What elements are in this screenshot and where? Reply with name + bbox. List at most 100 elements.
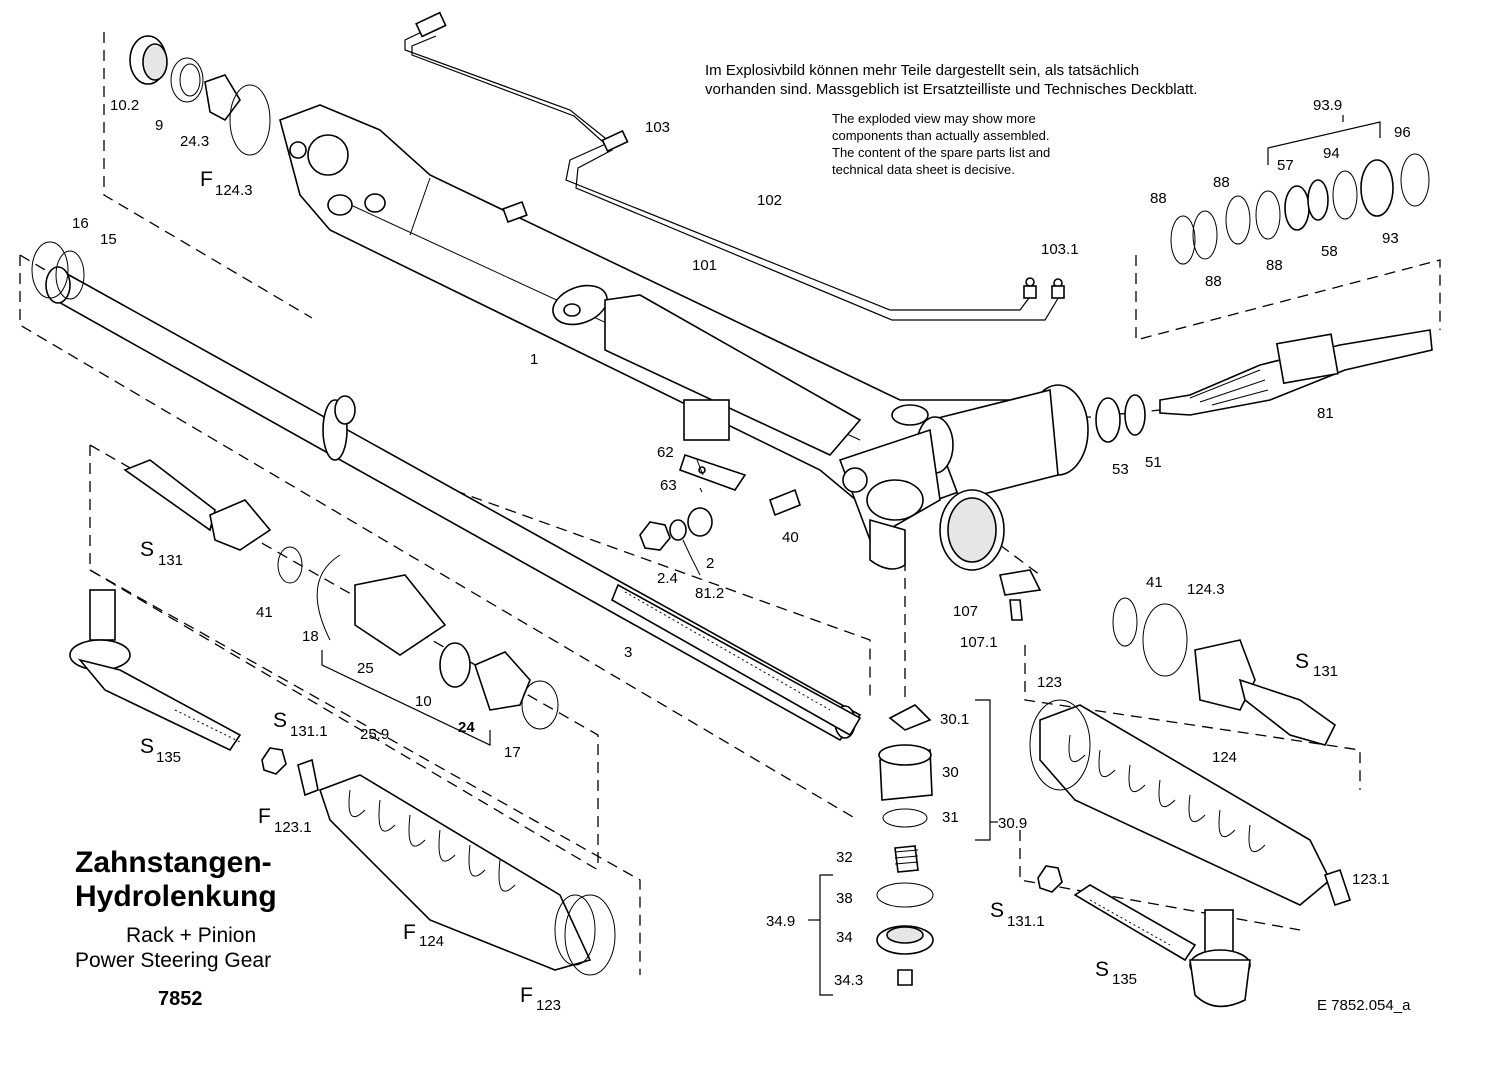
label-34: 34 — [836, 929, 853, 946]
label-93: 93 — [1382, 230, 1399, 247]
pinion-assembly — [1095, 153, 1433, 443]
label-10: 10 — [415, 693, 432, 710]
label-34-9: 34.9 — [766, 913, 795, 930]
label-96: 96 — [1394, 124, 1411, 141]
label-81: 81 — [1317, 405, 1334, 422]
label-88-c: 88 — [1205, 273, 1222, 290]
label-s131-1-left-sub: 131.1 — [290, 723, 328, 740]
label-3: 3 — [624, 644, 632, 661]
small-fittings — [639, 453, 801, 551]
label-s131-1-left-main: S — [273, 709, 287, 732]
note-en-line2: components than actually assembled. — [832, 128, 1050, 143]
label-s131-1-right-sub: 131.1 — [1007, 913, 1045, 930]
title-en-line1: Rack + Pinion — [126, 924, 256, 947]
label-f123-1-main: F — [258, 805, 271, 828]
label-s131-left-main: S — [140, 538, 154, 561]
label-s131-left-sub: 131 — [158, 552, 183, 569]
label-s135-left-sub: 135 — [156, 749, 181, 766]
label-s131-right-main: S — [1295, 650, 1309, 673]
label-103: 103 — [645, 119, 670, 136]
label-17: 17 — [504, 744, 521, 761]
label-24-3: 24.3 — [180, 133, 209, 150]
label-32: 32 — [836, 849, 853, 866]
label-25-9: 25.9 — [360, 726, 389, 743]
label-30-1: 30.1 — [940, 711, 969, 728]
part-labels: 10.2 9 24.3 F 124.3 16 15 1 101 102 103 … — [72, 97, 1411, 1014]
label-94: 94 — [1323, 145, 1340, 162]
label-s131-right-sub: 131 — [1313, 663, 1338, 680]
steering-housing — [279, 104, 1089, 571]
label-f123-sub: 123 — [536, 997, 561, 1014]
label-124: 124 — [1212, 749, 1237, 766]
upper-left-seals — [129, 35, 271, 156]
label-41-right: 41 — [1146, 574, 1163, 591]
label-10-2: 10.2 — [110, 97, 139, 114]
label-123: 123 — [1037, 674, 1062, 691]
label-1: 1 — [530, 351, 538, 368]
label-18: 18 — [302, 628, 319, 645]
label-51: 51 — [1145, 454, 1162, 471]
label-2-4: 2.4 — [657, 570, 678, 587]
label-34-3: 34.3 — [834, 972, 863, 989]
label-63: 63 — [660, 477, 677, 494]
valve-stack — [876, 569, 1042, 986]
label-93-9: 93.9 — [1313, 97, 1342, 114]
label-s131-1-right-main: S — [990, 899, 1004, 922]
label-101: 101 — [692, 257, 717, 274]
label-16: 16 — [72, 215, 89, 232]
notes: Im Explosivbild können mehr Teile darges… — [705, 62, 1197, 177]
label-107-1: 107.1 — [960, 634, 998, 651]
label-88-a: 88 — [1150, 190, 1167, 207]
title-de-line2: Hydrolenkung — [75, 880, 277, 913]
hydraulic-pipes — [404, 11, 1065, 321]
label-58: 58 — [1321, 243, 1338, 260]
label-41-left: 41 — [256, 604, 273, 621]
left-tie-rod — [69, 459, 616, 976]
label-107: 107 — [953, 603, 978, 620]
label-15: 15 — [100, 231, 117, 248]
label-38: 38 — [836, 890, 853, 907]
label-f124-sub: 124 — [419, 933, 444, 950]
label-s135-right-main: S — [1095, 958, 1109, 981]
label-103-1: 103.1 — [1041, 241, 1079, 258]
label-53: 53 — [1112, 461, 1129, 478]
title-en-line2: Power Steering Gear — [75, 949, 271, 972]
drawing-number: 7852 — [158, 988, 203, 1010]
note-en-line1: The exploded view may show more — [832, 111, 1036, 126]
title-block: Zahnstangen- Hydrolenkung Rack + Pinion … — [75, 846, 1411, 1014]
label-s135-left-main: S — [140, 735, 154, 758]
label-40: 40 — [782, 529, 799, 546]
leader-lines — [682, 459, 704, 576]
label-88-b: 88 — [1213, 174, 1230, 191]
right-tie-rod — [1029, 597, 1352, 1008]
label-30: 30 — [942, 764, 959, 781]
grouping-brackets — [321, 115, 1381, 996]
label-88-d: 88 — [1266, 257, 1283, 274]
label-f124-3-sub: 124.3 — [215, 182, 253, 199]
label-102: 102 — [757, 192, 782, 209]
title-de-line1: Zahnstangen- — [75, 846, 272, 879]
label-124-3-right: 124.3 — [1187, 581, 1225, 598]
note-de-line1: Im Explosivbild können mehr Teile darges… — [705, 62, 1139, 79]
label-57: 57 — [1277, 157, 1294, 174]
label-30-9: 30.9 — [998, 815, 1027, 832]
document-reference: E 7852.054_a — [1317, 997, 1411, 1014]
label-f124-main: F — [403, 921, 416, 944]
label-62: 62 — [657, 444, 674, 461]
note-en-line4: technical data sheet is decisive. — [832, 162, 1015, 177]
label-f123-1-sub: 123.1 — [274, 819, 312, 836]
label-s135-right-sub: 135 — [1112, 971, 1137, 988]
note-de-line2: vorhanden sind. Massgeblich ist Ersatzte… — [705, 81, 1197, 98]
label-24: 24 — [458, 719, 475, 736]
label-f124-3-main: F — [200, 168, 213, 191]
label-123-1: 123.1 — [1352, 871, 1390, 888]
label-25: 25 — [357, 660, 374, 677]
label-9: 9 — [155, 117, 163, 134]
rack-teeth — [610, 583, 862, 737]
label-81-2: 81.2 — [695, 585, 724, 602]
label-2: 2 — [706, 555, 714, 572]
label-31: 31 — [942, 809, 959, 826]
label-f123-main: F — [520, 984, 533, 1007]
note-en-line3: The content of the spare parts list and — [832, 145, 1050, 160]
